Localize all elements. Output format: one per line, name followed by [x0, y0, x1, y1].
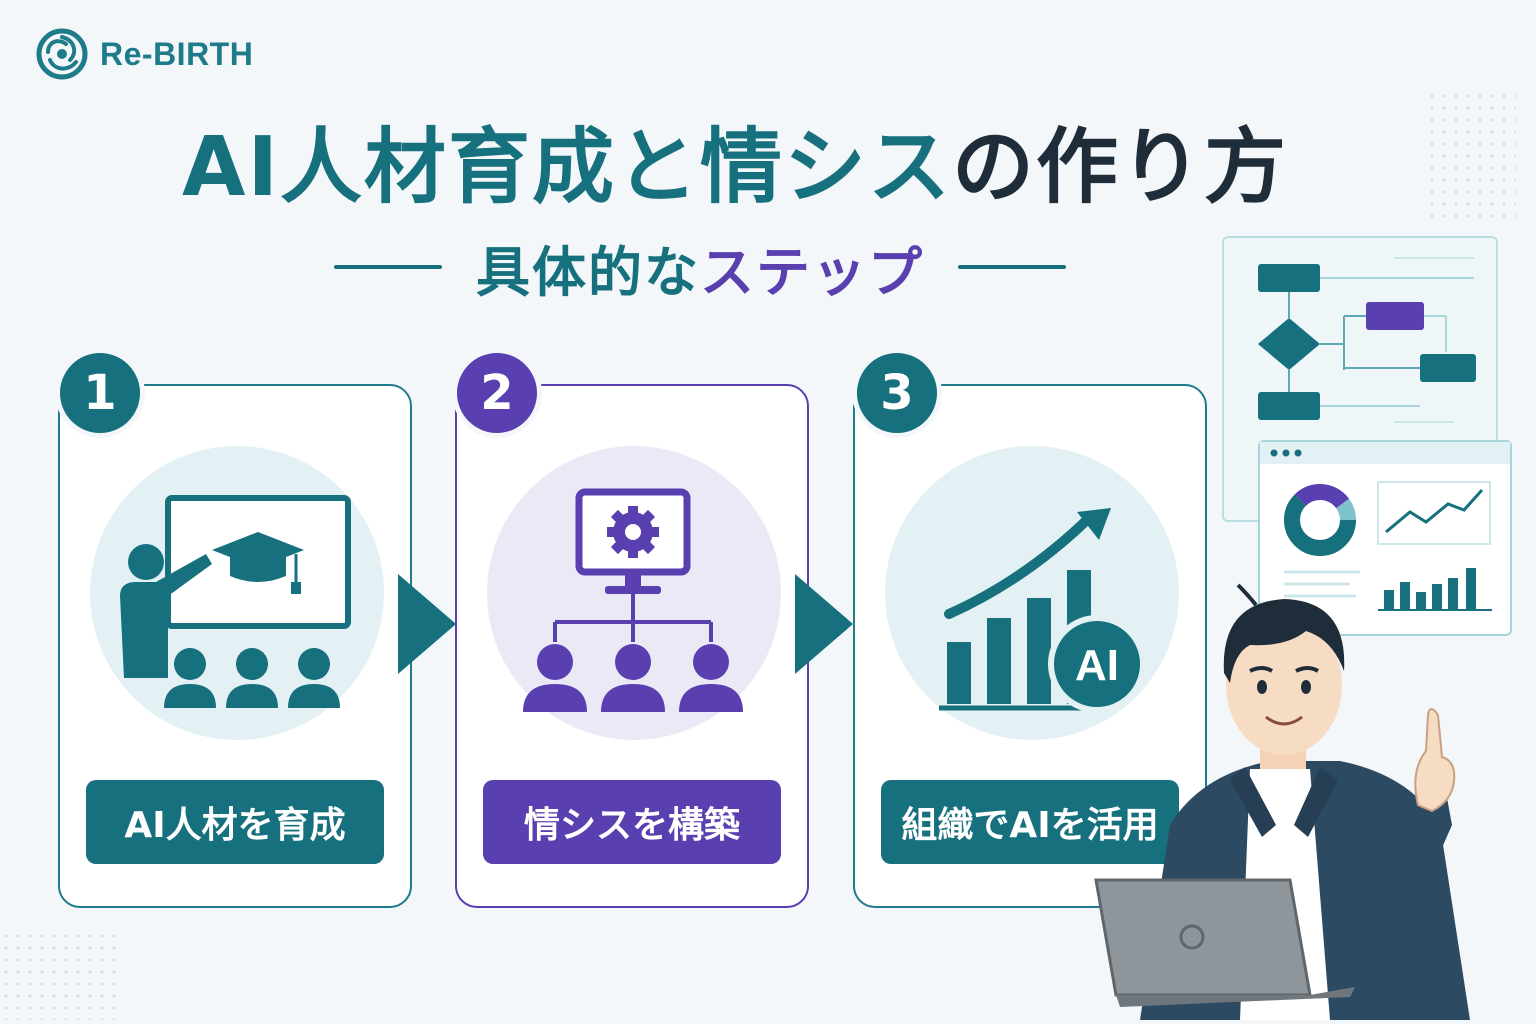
brand-logo[interactable]: Re-BIRTH: [36, 28, 253, 80]
rebirth-swirl-icon: [36, 28, 88, 80]
step-arrow-1: [398, 574, 456, 674]
subtitle-part-2: ステップ: [700, 240, 924, 304]
growth-chart-ai-icon: AI: [939, 508, 1146, 713]
monitor-gear-network-icon: [523, 488, 743, 712]
step-label-2: 情シスを構築: [483, 780, 781, 864]
step-number-3: 3: [852, 348, 942, 438]
step-card-1: AI人材を育成: [58, 384, 412, 908]
step-card-3: AI 組織でAIを活用: [853, 384, 1207, 908]
subtitle-rule-right: [958, 265, 1066, 269]
ai-badge-text: AI: [1075, 641, 1119, 690]
teacher-classroom-icon: [120, 495, 351, 708]
title-part-1: AI人材育成と情シス: [182, 120, 952, 215]
step-label-1: AI人材を育成: [86, 780, 384, 864]
brand-name: Re-BIRTH: [100, 35, 254, 72]
page-title: AI人材育成と情シスの作り方: [0, 100, 1470, 219]
subtitle-row: 具体的なステップ: [275, 232, 1125, 304]
flowchart-icon: [1258, 257, 1476, 423]
decor-dots: [1426, 90, 1516, 220]
step-arrow-2: [795, 574, 853, 674]
subtitle-part-1: 具体的な: [476, 240, 700, 304]
step-label-3: 組織でAIを活用: [881, 780, 1179, 864]
dashboard-icon: [1260, 442, 1510, 611]
decor-dots: [0, 930, 120, 1020]
title-part-2: の作り方: [951, 120, 1288, 215]
step-number-2: 2: [452, 348, 542, 438]
presenter-illustration: [1094, 583, 1470, 1020]
subtitle: 具体的なステップ: [476, 228, 924, 307]
step-card-2: 情シスを構築: [455, 384, 809, 908]
step-number-1: 1: [55, 348, 145, 438]
subtitle-rule-left: [334, 265, 442, 269]
